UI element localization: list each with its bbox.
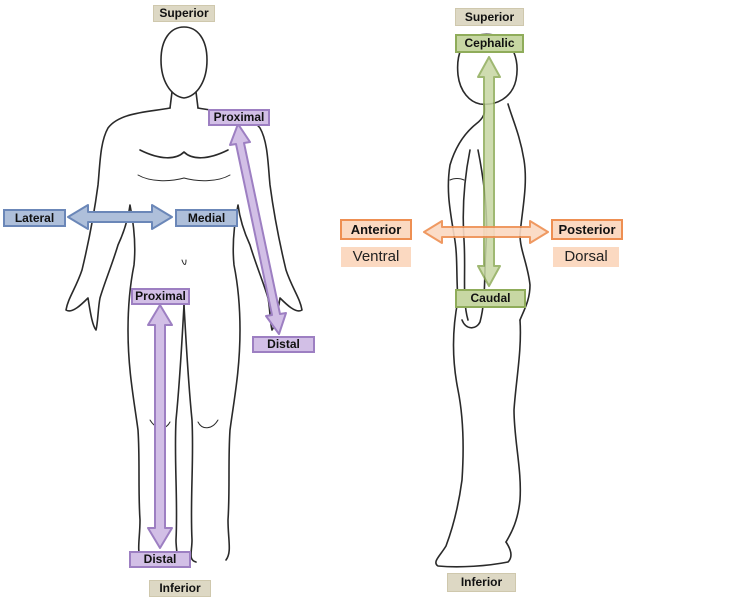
- dorsal-label: Dorsal: [553, 247, 619, 267]
- side-superior-label: Superior: [455, 8, 524, 26]
- anterior-posterior-arrow: [423, 220, 549, 244]
- ventral-label: Ventral: [341, 247, 411, 267]
- arm-proximal-distal-arrow: [229, 123, 287, 335]
- medial-label: Medial: [175, 209, 238, 227]
- anterior-label: Anterior: [340, 219, 412, 240]
- leg-proximal-distal-arrow: [147, 304, 173, 549]
- lateral-medial-arrow: [67, 204, 173, 230]
- posterior-label: Posterior: [551, 219, 623, 240]
- cephalic-caudal-arrow: [477, 56, 501, 287]
- front-inferior-label: Inferior: [149, 580, 211, 597]
- caudal-label: Caudal: [455, 289, 526, 308]
- side-inferior-label: Inferior: [447, 573, 516, 592]
- arm-proximal-label: Proximal: [208, 109, 270, 126]
- leg-proximal-label: Proximal: [131, 288, 190, 305]
- front-superior-label: Superior: [153, 5, 215, 22]
- cephalic-label: Cephalic: [455, 34, 524, 53]
- lateral-label: Lateral: [3, 209, 66, 227]
- arm-distal-label: Distal: [252, 336, 315, 353]
- leg-distal-label: Distal: [129, 551, 191, 568]
